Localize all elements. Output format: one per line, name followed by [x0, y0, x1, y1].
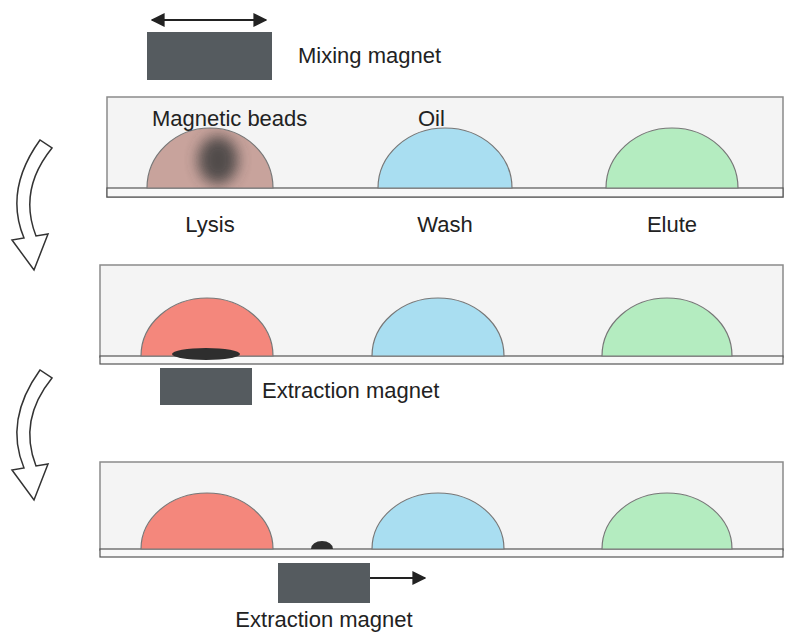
- mixing-magnet: [147, 32, 272, 80]
- lysis-droplet: [141, 298, 273, 356]
- part-label: Oil: [418, 106, 445, 132]
- step-arrow: [12, 370, 52, 500]
- part-label: Extraction magnet: [235, 607, 412, 633]
- droplet-label: Lysis: [185, 212, 234, 238]
- substrate: [100, 549, 783, 557]
- wash-droplet: [372, 493, 504, 549]
- wash-droplet: [378, 128, 512, 188]
- extraction-magnet: [278, 563, 370, 603]
- elute-droplet: [602, 493, 732, 549]
- droplet-label: Wash: [417, 212, 472, 238]
- lysis-droplet: [141, 493, 273, 549]
- motion-arrow: [370, 577, 425, 579]
- droplet-label: Elute: [647, 212, 697, 238]
- magnetic-beads: [172, 348, 240, 360]
- part-label: Mixing magnet: [298, 43, 441, 69]
- elute-droplet: [602, 298, 732, 356]
- motion-arrow: [152, 19, 266, 21]
- elute-droplet: [606, 128, 738, 188]
- magnetic-beads: [311, 541, 333, 549]
- substrate: [107, 188, 783, 197]
- part-label: Extraction magnet: [262, 378, 439, 404]
- magnetic-beads: [198, 136, 238, 184]
- part-label: Magnetic beads: [152, 106, 307, 132]
- extraction-magnet: [160, 368, 252, 405]
- wash-droplet: [372, 298, 504, 356]
- oil-chamber: [100, 265, 783, 357]
- oil-chamber: [107, 97, 783, 197]
- oil-chamber: [100, 462, 783, 550]
- lysis-droplet: [147, 128, 273, 188]
- step-arrow: [12, 140, 52, 270]
